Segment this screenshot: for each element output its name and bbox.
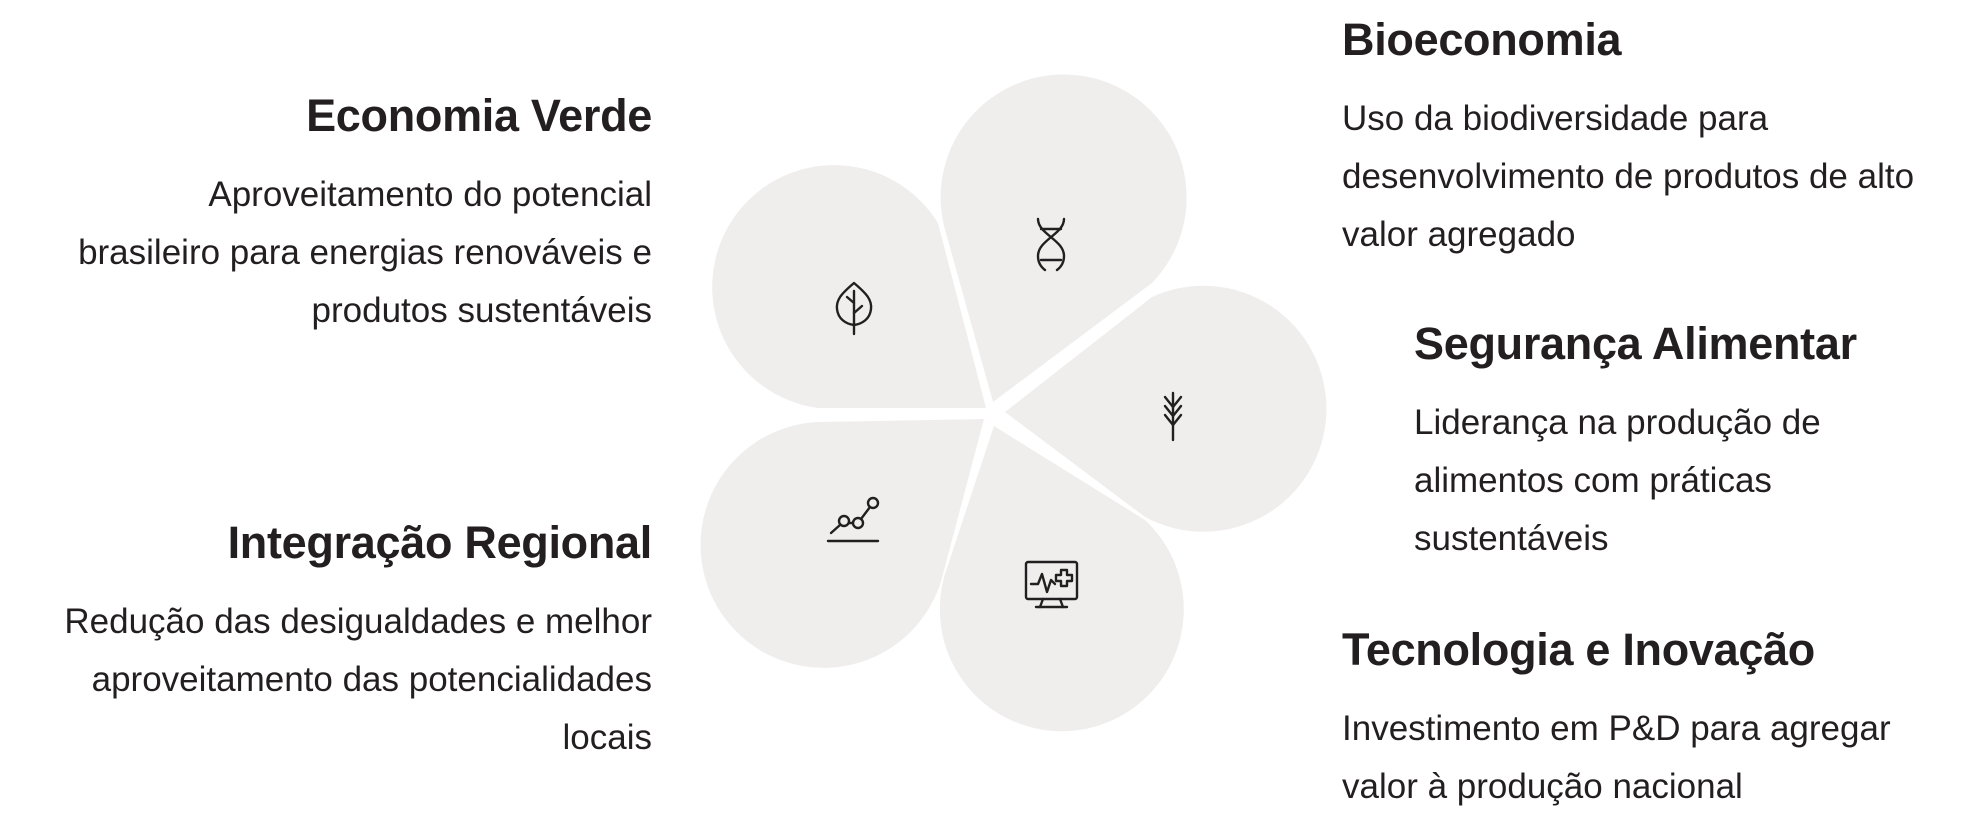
description-line: brasileiro para energias renováveis e [78, 233, 652, 272]
description-line: Uso da biodiversidade para [1342, 99, 1769, 138]
economia-verde-description: Aproveitamento do potencial brasileiro p… [12, 166, 652, 340]
petal-tecnologia-inovacao [939, 426, 1184, 732]
description-line: valor agregado [1342, 215, 1576, 254]
description-line: desenvolvimento de produtos de alto [1342, 157, 1915, 196]
monitor-health-icon [1024, 560, 1079, 609]
economia-verde-block: Economia Verde Aproveitamento do potenci… [12, 88, 652, 340]
tecnologia-inovacao-block: Tecnologia e Inovação Investimento em P&… [1342, 622, 1976, 816]
description-line: aproveitamento das potencialidades [91, 660, 652, 699]
description-line: Redução das desigualdades e melhor [64, 602, 652, 641]
description-line: sustentáveis [1414, 519, 1609, 558]
seguranca-alimentar-title: Segurança Alimentar [1414, 318, 1857, 369]
description-line: Investimento em P&D para agregar [1342, 709, 1891, 748]
flower-diagram [700, 74, 1327, 732]
seguranca-alimentar-description: Liderança na produção de alimentos com p… [1414, 394, 1934, 568]
bioeconomia-block: Bioeconomia Uso da biodiversidade para d… [1342, 12, 1976, 264]
description-line: locais [562, 718, 652, 757]
integracao-regional-description: Redução das desigualdades e melhor aprov… [0, 593, 652, 767]
bioeconomia-description: Uso da biodiversidade para desenvolvimen… [1342, 90, 1976, 264]
integracao-regional-block: Integração Regional Redução das desigual… [0, 515, 652, 767]
line-chart-icon [826, 496, 880, 543]
petal-bioeconomia [940, 74, 1187, 402]
description-line: alimentos com práticas [1414, 461, 1772, 500]
description-line: Liderança na produção de [1414, 403, 1821, 442]
seguranca-alimentar-block: Segurança Alimentar Liderança na produçã… [1414, 316, 1934, 568]
bioeconomia-title: Bioeconomia [1342, 14, 1622, 65]
dna-icon [1036, 217, 1066, 272]
economia-verde-title: Economia Verde [306, 90, 652, 141]
tecnologia-inovacao-title: Tecnologia e Inovação [1342, 624, 1815, 675]
leaf-icon [835, 281, 873, 336]
petal-integracao-regional [700, 419, 984, 668]
tecnologia-inovacao-description: Investimento em P&D para agregar valor à… [1342, 700, 1976, 816]
description-line: valor à produção nacional [1342, 767, 1743, 806]
integracao-regional-title: Integração Regional [227, 517, 653, 568]
description-line: Aproveitamento do potencial [208, 175, 652, 214]
description-line: produtos sustentáveis [311, 291, 652, 330]
wheat-icon [1163, 391, 1183, 442]
